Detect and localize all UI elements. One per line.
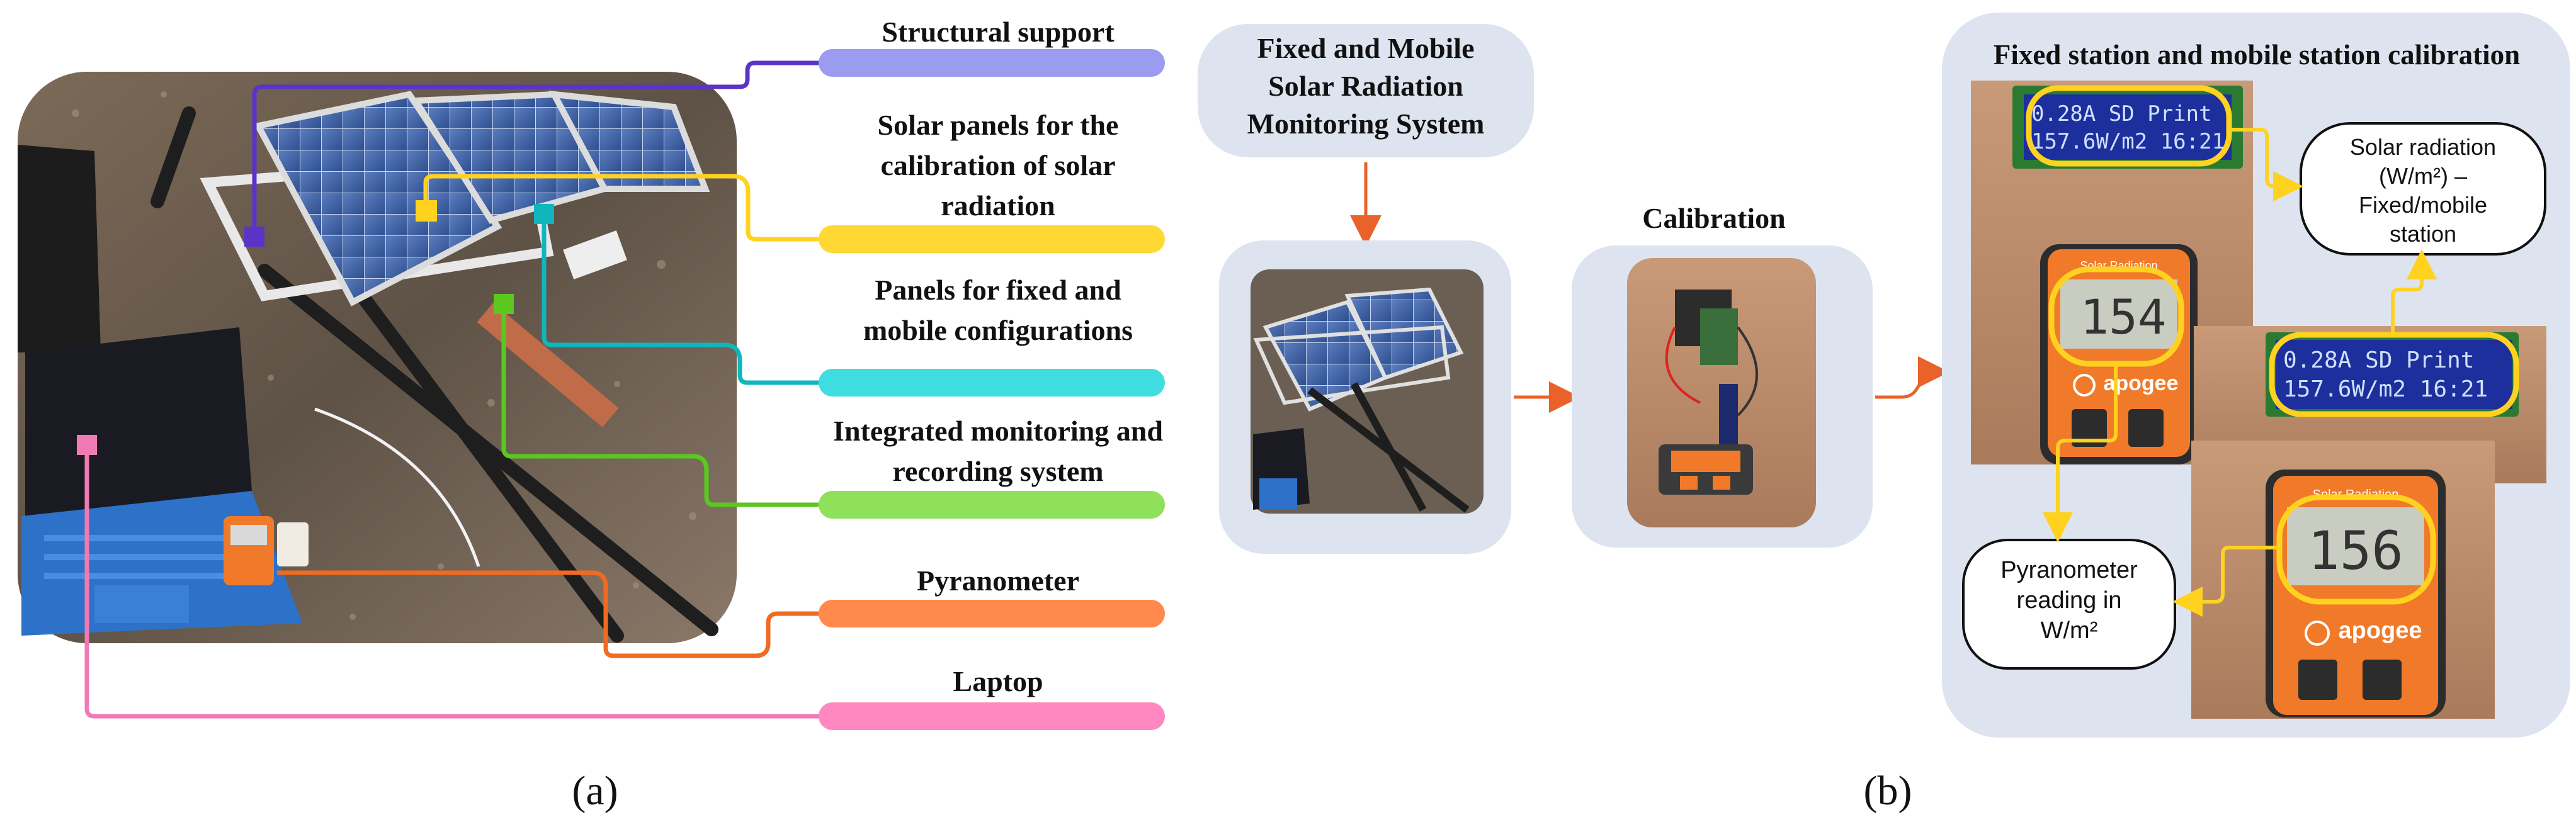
- caption-b: (b): [1864, 768, 1912, 814]
- label-text-monitoring-system-line1: Integrated monitoring and: [833, 415, 1163, 447]
- label-text-panels-fixed-mobile-line1: Panels for fixed and: [875, 274, 1121, 306]
- arrow-to-stations: [1875, 356, 1949, 399]
- leader-pyranometer: [277, 570, 819, 658]
- leader-markers: [77, 200, 554, 455]
- system-title-box: [1198, 24, 1534, 157]
- leader-laptop: [84, 445, 819, 719]
- lcd1-line1: 0.28A SD Print: [2031, 101, 2212, 127]
- label-bar-monitoring-system: [819, 491, 1165, 519]
- system-title-line2: Solar Radiation: [1268, 70, 1463, 102]
- setup-photo-thumb: [1251, 269, 1484, 514]
- system-title-line3: Monitoring System: [1247, 108, 1485, 140]
- lcd1-line2: 157.6W/m2 16:21: [2031, 129, 2225, 154]
- label-text-solar-panels-calibration-line1: Solar panels for the: [878, 109, 1119, 141]
- label-text-pyranometer-line1: Pyranometer: [917, 565, 1079, 597]
- callout-pyr-line3: W/m²: [2041, 617, 2098, 644]
- label-text-laptop-line1: Laptop: [953, 665, 1043, 697]
- yellow-connectors: [2043, 128, 2437, 617]
- callout-pyr-line2: reading in: [2017, 587, 2122, 614]
- calibration-title: Calibration: [1642, 202, 1785, 234]
- label-bars: [819, 49, 1165, 730]
- label-bar-solar-panels-calibration: [819, 225, 1165, 253]
- caption-a: (a): [572, 768, 618, 814]
- label-text-structural-support-line1: Structural support: [882, 16, 1115, 48]
- leader-structural-support: [252, 60, 819, 237]
- lcd1-highlight: [2026, 85, 2232, 167]
- leader-monitoring-system: [501, 305, 819, 507]
- callout-pyr-line1: Pyranometer: [2000, 557, 2138, 583]
- lcd2-line1: 0.28A SD Print: [2283, 347, 2474, 373]
- label-bar-structural-support: [819, 49, 1165, 77]
- label-bar-panels-fixed-mobile: [819, 369, 1165, 397]
- leader-panels-fixed-mobile: [542, 214, 819, 385]
- calibration-photo: [1627, 258, 1816, 527]
- photo-solar-setup: [18, 72, 737, 643]
- label-bar-pyranometer: [819, 600, 1165, 627]
- callout-solar-line4: station: [2390, 221, 2456, 247]
- label-text-panels-fixed-mobile-line2: mobile configurations: [863, 314, 1133, 346]
- callout-solar-line2: (W/m²) –: [2379, 163, 2467, 189]
- leader-lines: [84, 60, 819, 719]
- station-photo-bottom-right: Solar Radiation 156 apogee: [2191, 441, 2495, 719]
- system-title-line1: Fixed and Mobile: [1257, 32, 1474, 64]
- label-text-solar-panels-calibration-line3: radiation: [941, 189, 1055, 222]
- meter2-brand: apogee: [2338, 617, 2422, 644]
- label-text-solar-panels-calibration-line2: calibration of solar: [880, 149, 1115, 181]
- station-title: Fixed station and mobile station calibra…: [1994, 39, 2520, 70]
- leader-solar-panels-calibration: [423, 174, 819, 242]
- callout-solar-line3: Fixed/mobile: [2359, 192, 2487, 218]
- label-bar-laptop: [819, 702, 1165, 730]
- label-text-monitoring-system-line2: recording system: [892, 455, 1103, 487]
- lcd2-line2: 157.6W/m2 16:21: [2283, 376, 2488, 402]
- meter2-reading: 156: [2308, 520, 2403, 582]
- callout-solar-line1: Solar radiation: [2350, 134, 2496, 160]
- meter1-reading: 154: [2080, 289, 2166, 345]
